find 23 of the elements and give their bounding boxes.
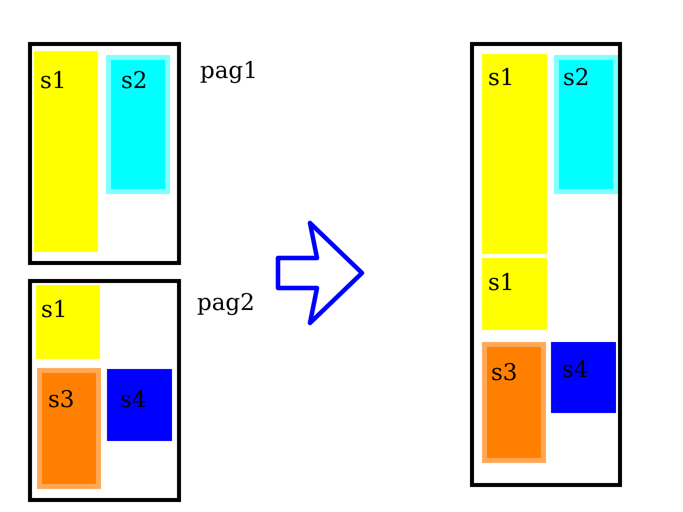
- block-label: s2: [121, 70, 148, 93]
- block-label: s2: [563, 67, 590, 90]
- section-block: [34, 51, 98, 252]
- section-block: [36, 285, 100, 359]
- section-block: [482, 342, 546, 463]
- section-block: [554, 55, 618, 194]
- block-label: s1: [488, 272, 514, 295]
- section-block: [107, 369, 172, 441]
- block-label: s4: [562, 359, 588, 382]
- block-label: s3: [491, 362, 518, 385]
- page-frame: [470, 42, 622, 487]
- section-block: [482, 258, 547, 330]
- block-label: s1: [40, 70, 66, 93]
- page-label: pag2: [197, 292, 255, 315]
- block-label: s1: [41, 299, 68, 322]
- page-label: pag1: [200, 60, 258, 83]
- block-label: s1: [488, 67, 514, 90]
- section-block: [37, 368, 101, 489]
- section-block: [482, 54, 547, 254]
- section-block: [106, 55, 170, 194]
- block-label: s3: [48, 389, 74, 412]
- section-block: [551, 342, 616, 413]
- block-label: s4: [120, 389, 146, 412]
